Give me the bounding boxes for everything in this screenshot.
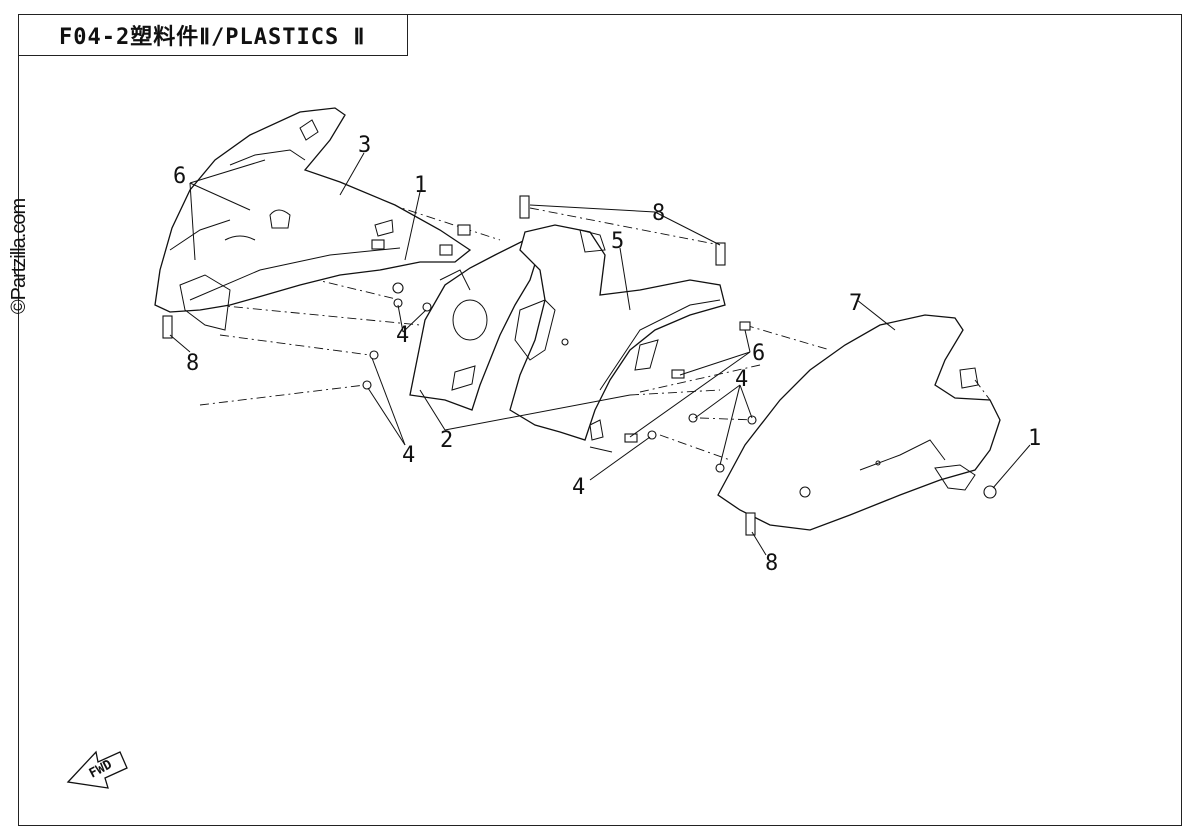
part-5-center-right-panel [509,224,726,453]
title-box: F04-2塑料件Ⅱ/PLASTICS Ⅱ [18,14,408,56]
callout-7: 7 [849,291,862,316]
callout-4-bottom: 4 [572,475,585,500]
callout-6-right: 6 [752,341,765,366]
part-3-left-panel [154,107,472,331]
callout-2: 2 [440,428,453,453]
callout-8-bottom: 8 [765,551,778,576]
callout-8-top: 8 [652,201,665,226]
callout-1-right: 1 [1028,426,1041,451]
drawing-frame [18,14,1182,826]
leader-lines [169,152,1031,556]
callout-3: 3 [358,133,371,158]
fasteners [162,195,997,536]
callout-6-left: 6 [173,164,186,189]
callout-8-left: 8 [186,351,199,376]
callout-4-right: 4 [735,367,748,392]
callout-4-lower-left: 4 [402,443,415,468]
diagram-title: F04-2塑料件Ⅱ/PLASTICS Ⅱ [59,25,366,50]
callout-1-left: 1 [414,173,427,198]
forward-arrow-icon: FWD [66,750,128,789]
callout-numbers: 3 1 6 4 4 8 2 5 8 6 4 4 7 1 8 [173,133,1041,576]
callout-5: 5 [611,229,624,254]
part-7-right-panel [717,314,1001,531]
callout-4-upper-left: 4 [396,323,409,348]
part-2-center-panel [409,239,541,411]
